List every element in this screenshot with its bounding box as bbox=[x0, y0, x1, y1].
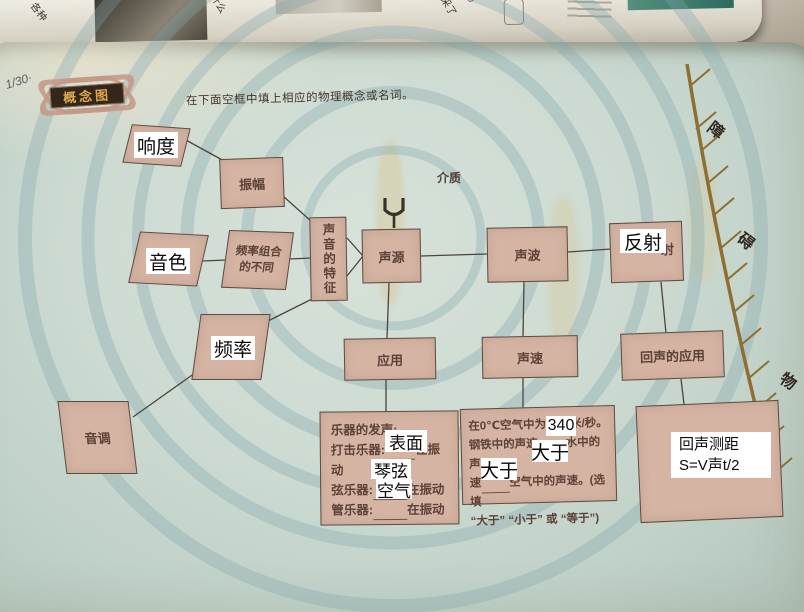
node-sound-characteristics: 声音的特征 bbox=[309, 216, 348, 302]
node-pitch: 音调 bbox=[57, 401, 138, 474]
answer-surface: 表面 bbox=[385, 430, 427, 453]
node-label: 振幅 bbox=[238, 176, 266, 192]
node-sound-wave: 声波 bbox=[486, 226, 569, 283]
node-label: 声源 bbox=[378, 249, 405, 265]
answer-air: 空气 bbox=[376, 479, 412, 501]
answer-strings: 琴弦 bbox=[371, 459, 411, 481]
answer-compare-1: 大于 bbox=[531, 440, 569, 464]
node-sound-source: 声源 bbox=[361, 228, 422, 284]
answer-loudness: 响度 bbox=[134, 132, 178, 158]
node-label: 声音的特征 bbox=[320, 222, 336, 296]
answer-reflection: 反射 bbox=[620, 229, 666, 254]
node-label: 回声的应用 bbox=[639, 347, 706, 366]
node-frequency-combination: 频率组合 的不同 bbox=[220, 229, 295, 291]
answer-compare-2: 大于 bbox=[480, 458, 518, 482]
answer-frequency: 频率 bbox=[211, 336, 255, 361]
answer-speed-value: 340 bbox=[546, 416, 576, 436]
text-line: “大于” “小于” 或 “等于”) bbox=[470, 512, 600, 528]
node-label: 应用 bbox=[376, 352, 404, 368]
node-label: 声波 bbox=[514, 247, 541, 264]
node-application: 应用 bbox=[343, 337, 437, 381]
node-sound-speed: 声速 bbox=[481, 335, 579, 379]
medium-label: 介质 bbox=[437, 171, 462, 185]
tuning-fork-icon bbox=[383, 198, 405, 228]
concept-map-badge: 概念图 bbox=[31, 68, 143, 121]
answer-echo-ranging: 回声测距 S=V声t/2 bbox=[671, 432, 771, 478]
node-label: 音调 bbox=[83, 431, 112, 446]
answer-timbre: 音色 bbox=[146, 248, 190, 274]
text-line: 管乐器:在振动 bbox=[331, 499, 450, 521]
node-label: 声速 bbox=[516, 350, 544, 366]
connector-lines bbox=[132, 138, 685, 418]
node-label: 频率组合 的不同 bbox=[234, 245, 283, 275]
node-echo-application: 回声的应用 bbox=[620, 330, 725, 381]
node-amplitude: 振幅 bbox=[219, 156, 285, 210]
fill-blank bbox=[373, 505, 408, 521]
